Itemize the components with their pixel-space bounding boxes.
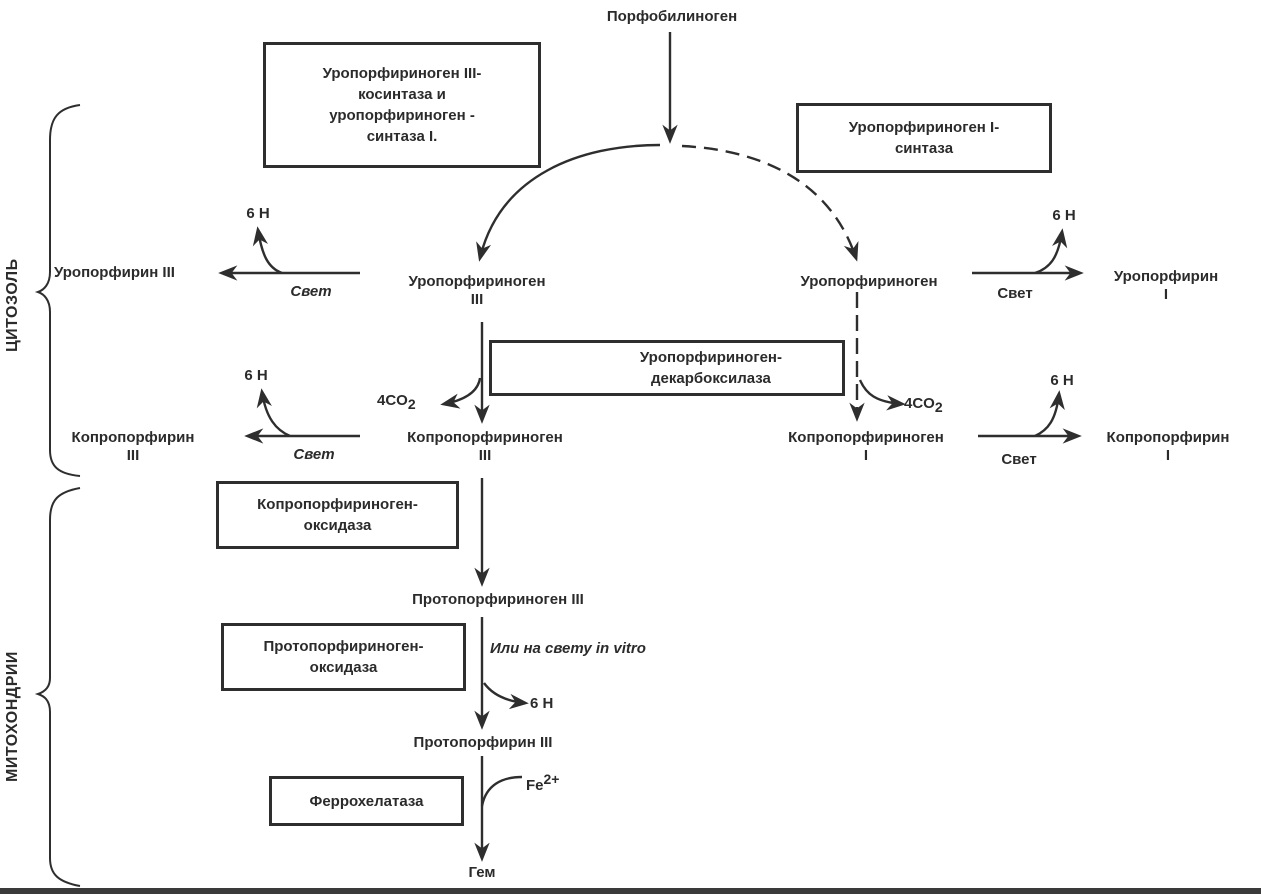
node-isomer: I — [863, 447, 869, 464]
arrow-arc-uro3 — [476, 143, 661, 262]
node-name: Копропорфириноген — [788, 429, 944, 446]
brace-cytosol — [34, 104, 81, 477]
node-name: Копропорфирин — [1106, 429, 1230, 446]
label-4co2-left: 4CO2 — [377, 392, 416, 413]
node-coproporphyrinogen-3: Копропорфириноген III — [407, 429, 563, 465]
brace-mitochondria — [34, 487, 81, 887]
node-isomer: III — [478, 447, 492, 464]
co2-text: 4CO — [904, 395, 935, 412]
compartment-mitochondria: МИТОХОНДРИИ — [4, 651, 21, 782]
label-light-copro1: Свет — [1001, 451, 1037, 468]
node-uroporphyrin-3: Уропорфирин III — [54, 264, 175, 281]
label-4co2-right: 4CO2 — [904, 395, 943, 416]
arrow-6h-out — [483, 682, 529, 710]
enzyme-line: оксидаза — [303, 517, 372, 534]
node-isomer: I — [1165, 447, 1171, 464]
node-uroporphyrinogen-1: Уропорфириноген — [800, 273, 937, 291]
enzyme-line: уропорфириноген - — [329, 107, 475, 124]
node-heme: Гем — [468, 864, 496, 881]
enzyme-line: Феррохелатаза — [309, 792, 424, 810]
label-6h-uro3: 6 Н — [246, 205, 270, 222]
enzyme-box-copro-oxidase: Копропорфириноген- оксидаза — [216, 481, 459, 549]
node-name: Уропорфириноген — [800, 273, 938, 290]
enzyme-box-ferrochelatase: Феррохелатаза — [269, 776, 464, 826]
enzyme-box-uro1-synthase: Уропорфириноген I- синтаза — [796, 103, 1052, 173]
fe-text: Fe — [526, 777, 544, 794]
label-light-uro3: Свет — [290, 283, 332, 300]
enzyme-line: декарбоксилаза — [651, 370, 771, 387]
node-name: Копропорфириноген — [407, 429, 563, 446]
co2-subscript: 2 — [934, 399, 943, 415]
arrow-copro3-6h — [256, 388, 291, 438]
arrow-4co2-right — [858, 379, 906, 411]
label-in-vitro: Или на свету in vitro — [490, 640, 646, 657]
enzyme-line: Уропорфириноген I- — [848, 119, 1000, 136]
node-coproporphyrinogen-1: Копропорфириноген I — [788, 429, 944, 465]
co2-subscript: 2 — [407, 396, 416, 412]
bottom-rule — [0, 888, 1261, 894]
enzyme-line: Уропорфириноген III- — [322, 65, 482, 82]
arrow-copro1-6h — [1034, 390, 1065, 438]
arrow-fe-in — [480, 775, 523, 807]
node-uroporphyrinogen-3: Уропорфириноген III — [408, 273, 545, 309]
node-protoporphyrin-3: Протопорфирин III — [413, 734, 553, 751]
compartment-cytosol: ЦИТОЗОЛЬ — [4, 258, 21, 352]
node-coproporphyrin-1: Копропорфирин I — [1107, 429, 1230, 465]
node-isomer: I — [1163, 286, 1169, 303]
enzyme-line: оксидаза — [309, 659, 378, 676]
enzyme-line: Уропорфириноген- — [639, 349, 782, 366]
enzyme-line: Протопорфириноген- — [263, 638, 424, 655]
node-isomer: III — [470, 291, 484, 308]
enzyme-line: косинтаза и — [358, 86, 446, 103]
node-uroporphyrin-1: Уропорфирин I — [1114, 268, 1218, 304]
co2-text: 4CO — [377, 392, 408, 409]
enzyme-line: синтаза — [894, 140, 954, 157]
label-fe2: Fe2+ — [526, 770, 559, 795]
enzyme-line: синтаза I. — [366, 128, 438, 145]
fe-superscript: 2+ — [543, 771, 560, 787]
label-6h-proto: 6 Н — [530, 695, 554, 712]
node-name: Уропорфириноген — [408, 273, 546, 290]
node-coproporphyrin-3: Копропорфирин III — [72, 429, 195, 465]
node-isomer: III — [126, 447, 140, 464]
label-6h-copro3: 6 Н — [244, 367, 268, 384]
label-6h-uro1: 6 Н — [1052, 207, 1076, 224]
node-porphobilinogen: Порфобилиноген — [606, 8, 738, 25]
node-name: Уропорфирин — [1113, 268, 1219, 285]
node-name: Копропорфирин — [71, 429, 195, 446]
node-protoporphyrinogen-3: Протопорфириноген III — [412, 591, 584, 608]
arrow-uro1-6h — [1034, 228, 1068, 275]
enzyme-box-uro-decarboxylase: Уропорфириноген- декарбоксилаза — [489, 340, 845, 396]
enzyme-box-proto-oxidase: Протопорфириноген- оксидаза — [221, 623, 466, 691]
arrow-uro3-6h — [252, 226, 283, 275]
enzyme-box-uro3-cosynthase: Уропорфириноген III- косинтаза и уропорф… — [263, 42, 541, 168]
arrow-arc-uro1-dashed — [681, 144, 859, 262]
label-light-copro3: Свет — [293, 446, 335, 463]
arrow-4co2-left — [440, 377, 482, 409]
label-6h-copro1: 6 Н — [1050, 372, 1074, 389]
enzyme-line: Копропорфириноген- — [257, 496, 418, 513]
label-light-uro1: Свет — [997, 285, 1033, 302]
